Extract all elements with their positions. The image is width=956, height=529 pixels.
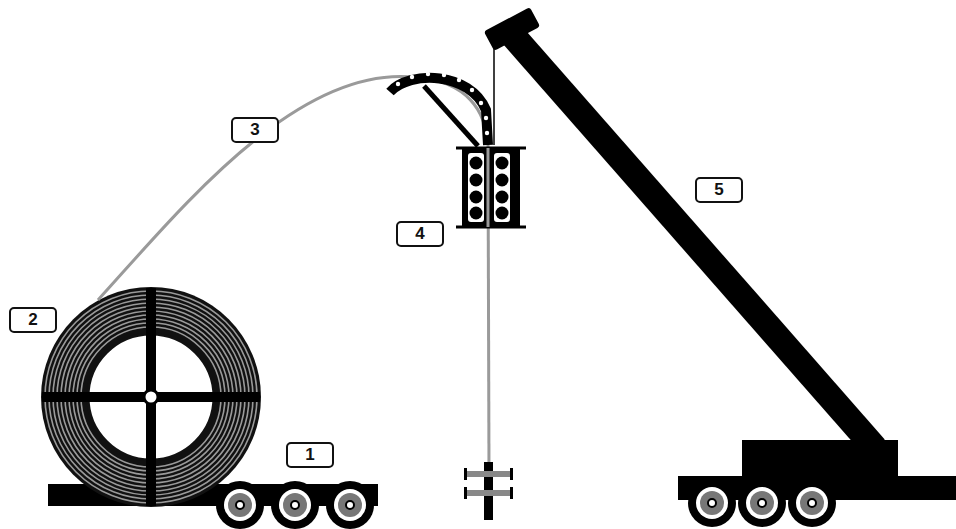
coiled-tubing [98, 77, 420, 300]
wellhead [464, 462, 513, 520]
roller [442, 73, 446, 77]
wheel [696, 487, 728, 519]
chain-roller [496, 174, 509, 187]
injector-head [456, 148, 526, 227]
roller [457, 78, 461, 82]
wheel [283, 493, 307, 517]
wheel [746, 487, 778, 519]
wheel [800, 491, 824, 515]
chain-roller [496, 157, 509, 170]
chain-roller [470, 191, 483, 204]
callout-number: 4 [396, 221, 444, 247]
wheel [808, 499, 816, 507]
callout-number: 3 [231, 117, 279, 143]
chain-roller [496, 191, 509, 204]
wheel [688, 479, 736, 527]
crane [484, 7, 956, 527]
wheel [326, 481, 374, 529]
wheel [334, 489, 366, 521]
tubing-reel [41, 287, 261, 507]
gooseneck [390, 72, 489, 146]
wheel [216, 481, 264, 529]
roller [479, 101, 483, 105]
wheel [291, 501, 299, 509]
chain-roller [470, 174, 483, 187]
wheel [236, 501, 244, 509]
chain-roller [470, 157, 483, 170]
roller [470, 88, 474, 92]
wheel [700, 491, 724, 515]
chain-roller [470, 207, 483, 220]
roller [426, 72, 430, 76]
roller [485, 131, 489, 135]
wheel [224, 489, 256, 521]
callout-number: 5 [695, 177, 743, 203]
wheel [279, 489, 311, 521]
callout-number: 1 [286, 442, 334, 468]
roller [396, 82, 400, 86]
wheel [788, 479, 836, 527]
roller [410, 75, 414, 79]
wheel [750, 491, 774, 515]
wheel [708, 499, 716, 507]
roller [484, 116, 488, 120]
coiled-tubing [488, 145, 489, 470]
wheel [796, 487, 828, 519]
wheel [758, 499, 766, 507]
chain-roller [496, 207, 509, 220]
wheel [338, 493, 362, 517]
wheel [738, 479, 786, 527]
wheel [271, 481, 319, 529]
wheel [228, 493, 252, 517]
wheel [346, 501, 354, 509]
coiled-tubing [420, 78, 487, 145]
callout-number: 2 [9, 307, 57, 333]
